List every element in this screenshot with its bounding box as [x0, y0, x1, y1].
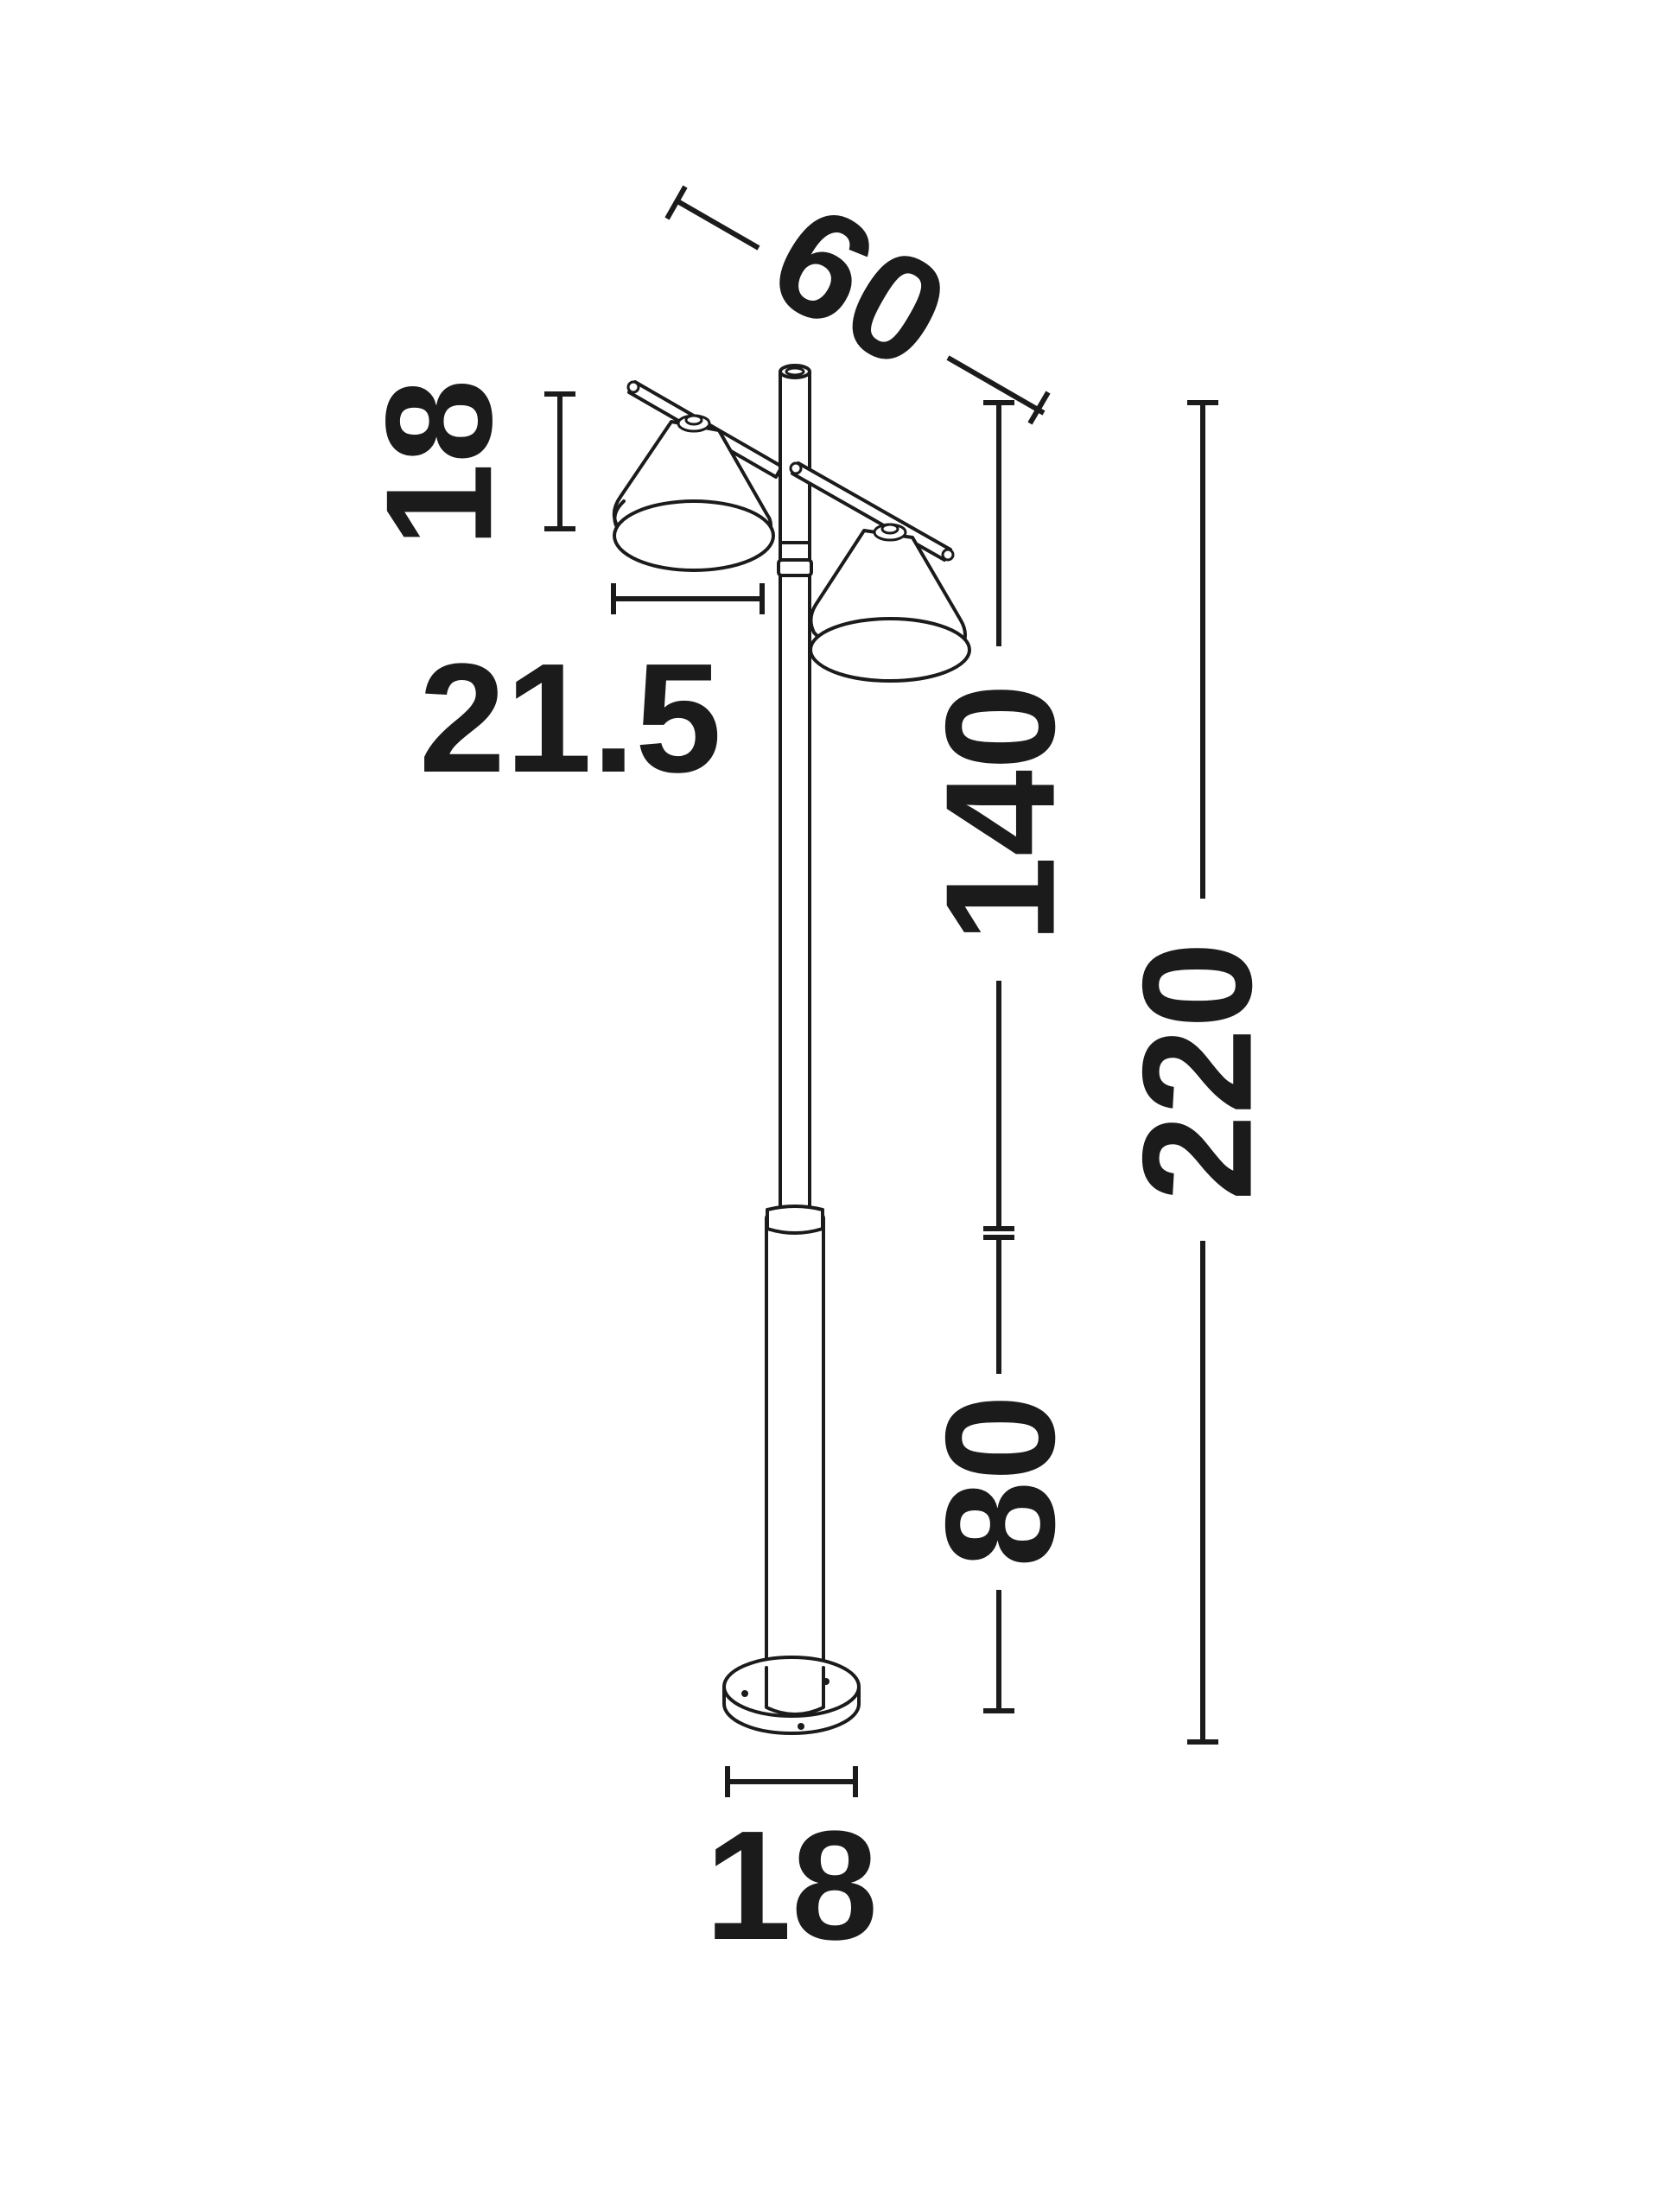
label-upper-height: 140: [914, 683, 1088, 943]
dimension-shade-height: 18: [355, 379, 575, 548]
label-shade-height: 18: [355, 379, 524, 548]
label-lower-height: 80: [914, 1395, 1088, 1567]
dimension-upper-height: 140: [914, 400, 1088, 1231]
left-shade: [612, 414, 775, 572]
dimension-base-diameter: 18: [705, 1766, 878, 1973]
label-shade-diameter: 21.5: [419, 632, 721, 805]
lower-pole: [765, 1205, 825, 1714]
upper-pole: [777, 364, 813, 1229]
dimension-total-height: 220: [1111, 400, 1285, 1745]
label-total-height: 220: [1111, 942, 1285, 1201]
dimension-arm-span: 60: [664, 172, 1051, 425]
label-base-diameter: 18: [705, 1799, 878, 1973]
right-shade: [809, 523, 971, 683]
dimension-lower-height: 80: [914, 1235, 1088, 1713]
base-plate: [722, 1656, 861, 1735]
dimension-shade-diameter: 21.5: [419, 583, 765, 805]
label-arm-span: 60: [745, 172, 975, 402]
